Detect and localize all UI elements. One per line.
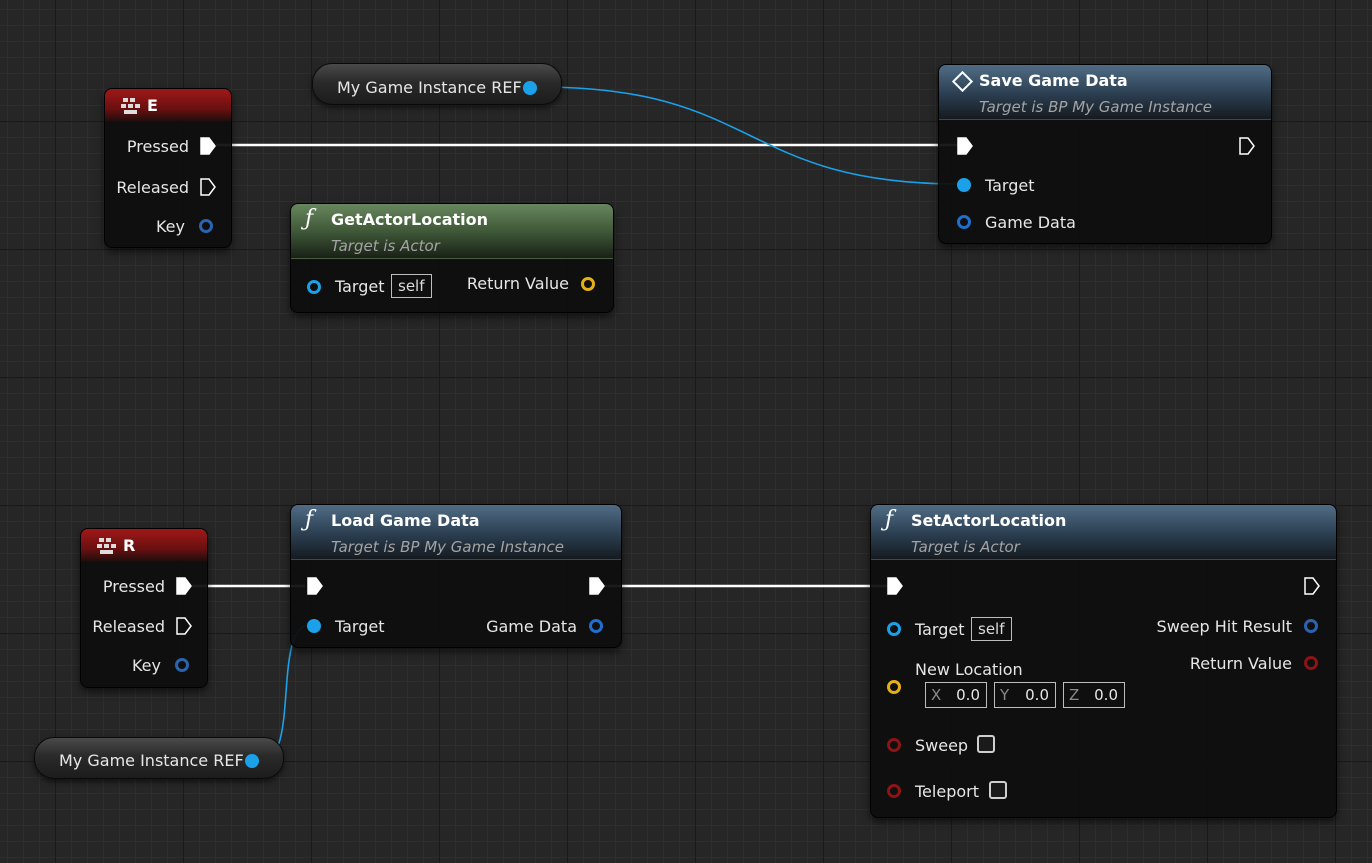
function-node-load-game-data[interactable]: ƒ Load Game Data Target is BP My Game In… xyxy=(290,504,622,648)
function-node-set-actor-location[interactable]: ƒ SetActorLocation Target is Actor Targe… xyxy=(870,504,1337,818)
new-location-z-field[interactable]: Z 0.0 xyxy=(1063,682,1125,708)
node-subtitle: Target is Actor xyxy=(911,538,1020,556)
released-label: Released xyxy=(116,178,189,197)
node-title: Load Game Data xyxy=(331,511,480,530)
z-value: 0.0 xyxy=(1094,686,1118,704)
event-header: E xyxy=(105,89,231,122)
target-input-pin[interactable] xyxy=(887,622,901,636)
target-self-field[interactable]: self xyxy=(971,617,1012,641)
target-label: Target xyxy=(335,277,385,296)
pressed-label: Pressed xyxy=(102,577,165,596)
event-node-e[interactable]: E Pressed Released Key xyxy=(104,88,232,248)
pressed-exec-pin[interactable] xyxy=(176,577,192,595)
key-output-pin[interactable] xyxy=(199,219,213,233)
event-header: R xyxy=(81,529,207,562)
variable-node-game-instance-ref-bottom[interactable]: My Game Instance REF xyxy=(34,737,284,779)
object-output-pin[interactable] xyxy=(245,754,259,768)
game-data-label: Game Data xyxy=(486,617,577,636)
object-wire-ref-to-save-target xyxy=(539,86,961,185)
node-header: ƒ SetActorLocation Target is Actor xyxy=(871,505,1336,560)
teleport-checkbox[interactable] xyxy=(989,781,1007,799)
variable-label: My Game Instance REF xyxy=(337,78,522,97)
sweep-label: Sweep xyxy=(915,736,969,755)
new-location-input-pin[interactable] xyxy=(887,680,901,694)
object-output-pin[interactable] xyxy=(523,81,537,95)
return-value-label: Return Value xyxy=(1189,654,1292,673)
exec-input-pin[interactable] xyxy=(307,577,323,595)
node-subtitle: Target is BP My Game Instance xyxy=(331,538,565,556)
function-icon: ƒ xyxy=(305,507,314,532)
teleport-input-pin[interactable] xyxy=(887,784,901,798)
target-input-pin[interactable] xyxy=(307,280,321,294)
target-label: Target xyxy=(915,620,965,639)
sweep-input-pin[interactable] xyxy=(887,738,901,752)
node-title: GetActorLocation xyxy=(331,210,489,229)
game-data-output-pin[interactable] xyxy=(589,619,603,633)
return-value-output-pin[interactable] xyxy=(1304,656,1318,670)
released-exec-pin[interactable] xyxy=(176,617,192,635)
node-title: Save Game Data xyxy=(979,71,1128,90)
target-input-pin[interactable] xyxy=(957,178,971,192)
node-header: Save Game Data Target is BP My Game Inst… xyxy=(939,65,1271,120)
event-node-r[interactable]: R Pressed Released Key xyxy=(80,528,208,688)
return-value-label: Return Value xyxy=(466,274,569,293)
x-value: 0.0 xyxy=(956,686,980,704)
exec-output-pin[interactable] xyxy=(1239,137,1255,155)
function-icon: ƒ xyxy=(885,507,894,532)
node-header: ƒ Load Game Data Target is BP My Game In… xyxy=(291,505,621,560)
node-subtitle: Target is Actor xyxy=(331,237,440,255)
y-value: 0.0 xyxy=(1025,686,1049,704)
game-data-label: Game Data xyxy=(985,213,1076,232)
target-self-field[interactable]: self xyxy=(391,274,432,298)
y-axis-label: Y xyxy=(1000,686,1010,704)
new-location-x-field[interactable]: X 0.0 xyxy=(925,682,987,708)
keyboard-icon xyxy=(97,538,116,554)
target-label: Target xyxy=(985,176,1035,195)
teleport-label: Teleport xyxy=(915,782,979,801)
exec-output-pin[interactable] xyxy=(1304,577,1320,595)
diamond-icon xyxy=(951,70,974,93)
game-data-input-pin[interactable] xyxy=(957,215,971,229)
new-location-y-field[interactable]: Y 0.0 xyxy=(994,682,1056,708)
node-title: SetActorLocation xyxy=(911,511,1067,530)
sweep-hit-result-label: Sweep Hit Result xyxy=(1156,617,1292,636)
exec-input-pin[interactable] xyxy=(957,137,973,155)
target-input-pin[interactable] xyxy=(307,619,321,633)
sweep-hit-result-output-pin[interactable] xyxy=(1304,619,1318,633)
exec-output-pin[interactable] xyxy=(589,577,605,595)
event-key-title: R xyxy=(123,536,136,555)
function-node-save-game-data[interactable]: Save Game Data Target is BP My Game Inst… xyxy=(938,64,1272,244)
new-location-label: New Location xyxy=(915,660,1023,679)
event-key-title: E xyxy=(147,96,158,115)
released-label: Released xyxy=(92,617,165,636)
function-node-get-actor-location[interactable]: ƒ GetActorLocation Target is Actor Targe… xyxy=(290,203,614,313)
exec-input-pin[interactable] xyxy=(887,577,903,595)
target-label: Target xyxy=(335,617,385,636)
pressed-label: Pressed xyxy=(126,137,189,156)
z-axis-label: Z xyxy=(1069,686,1080,704)
key-label: Key xyxy=(131,656,161,675)
variable-label: My Game Instance REF xyxy=(59,751,244,770)
function-icon: ƒ xyxy=(305,206,314,231)
variable-node-game-instance-ref-top[interactable]: My Game Instance REF xyxy=(312,63,562,105)
return-value-output-pin[interactable] xyxy=(581,277,595,291)
key-label: Key xyxy=(155,217,185,236)
key-output-pin[interactable] xyxy=(175,658,189,672)
node-subtitle: Target is BP My Game Instance xyxy=(979,98,1213,116)
x-axis-label: X xyxy=(931,686,942,704)
released-exec-pin[interactable] xyxy=(200,178,216,196)
pressed-exec-pin[interactable] xyxy=(200,137,216,155)
sweep-checkbox[interactable] xyxy=(977,735,995,753)
node-header: ƒ GetActorLocation Target is Actor xyxy=(291,204,613,259)
keyboard-icon xyxy=(121,98,140,114)
